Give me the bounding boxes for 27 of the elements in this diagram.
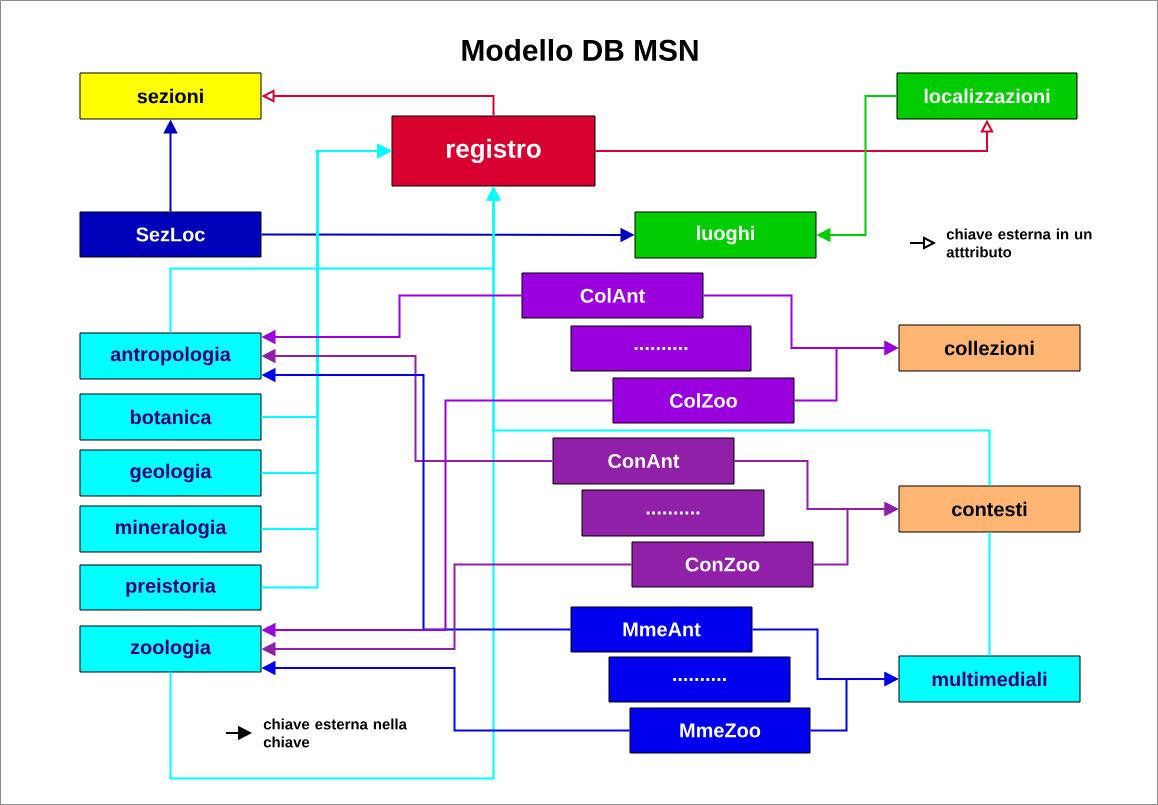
table-box: luoghi [634, 211, 817, 259]
table-box: geologia [79, 449, 262, 497]
legend-text: chiave esterna nella chiave [263, 718, 407, 748]
table-box: ConZoo [631, 541, 814, 588]
table-box: sezioni [79, 72, 262, 120]
table-box: preistoria [79, 564, 262, 611]
table-box: botanica [79, 393, 262, 441]
table-box: .......... [570, 325, 752, 372]
table-box: MmeAnt [570, 606, 753, 653]
legend-text: chiave esterna in un atttributo [946, 228, 1092, 258]
table-box: multimediali [898, 655, 1081, 703]
table-box: .......... [581, 489, 765, 537]
table-box: .......... [608, 656, 791, 703]
table-box: localizzazioni [896, 72, 1078, 120]
connector-line [988, 531, 991, 657]
table-box: MmeZoo [629, 707, 811, 754]
table-box: ConAnt [552, 437, 735, 485]
table-box: antropologia [79, 332, 262, 380]
title: Modello DB MSN [462, 39, 698, 61]
table-box: ColZoo [612, 377, 795, 424]
table-box: mineralogia [79, 505, 262, 553]
table-box: ColAnt [521, 272, 704, 319]
table-box: contesti [898, 485, 1081, 533]
table-box: zoologia [79, 625, 262, 673]
table-box: collezioni [898, 324, 1081, 372]
table-box: registro [391, 115, 596, 187]
table-box: SezLoc [79, 211, 262, 258]
